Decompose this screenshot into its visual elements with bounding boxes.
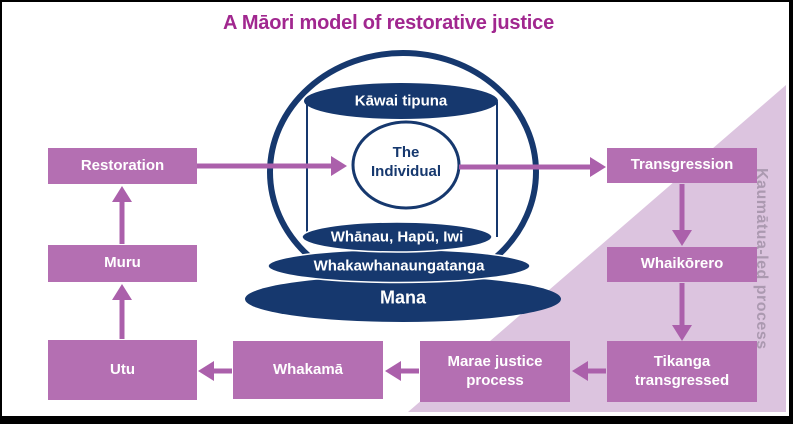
box-restoration: Restoration xyxy=(48,148,197,184)
mana-ellipse xyxy=(245,276,561,322)
arrow-restoration-to-individual xyxy=(197,156,347,176)
box-tikanga-transgressed: Tikanga transgressed xyxy=(607,341,757,402)
kawai-tipuna-ellipse xyxy=(304,83,498,119)
arrow-transgression-to-whaikorero xyxy=(672,184,692,246)
arrow-marae-to-whakama xyxy=(385,361,419,381)
diagram-title: A Māori model of restorative justice xyxy=(222,12,555,34)
box-whakama: Whakamā xyxy=(233,341,383,399)
side-label-kaumatua-led-process: Kaumātua-led process xyxy=(753,168,770,350)
arrow-individual-to-transgression xyxy=(459,157,606,177)
arrow-muru-to-restoration xyxy=(112,186,132,244)
label-the-individual: The Individual xyxy=(370,144,441,180)
whanau-hapu-iwi-ellipse xyxy=(301,221,493,253)
arrow-utu-to-muru xyxy=(112,284,132,339)
label-whakawhanaungatanga: Whakawhanaungatanga xyxy=(313,257,485,275)
box-transgression: Transgression xyxy=(607,148,757,183)
label-kawai-tipuna: Kāwai tipuna xyxy=(354,92,448,110)
arrow-whaikorero-to-tikanga xyxy=(672,283,692,341)
label-whanau-hapu-iwi: Whānau, Hapū, Iwi xyxy=(330,228,464,246)
box-utu: Utu xyxy=(48,340,197,400)
box-muru: Muru xyxy=(48,245,197,282)
label-mana: Mana xyxy=(379,287,427,308)
arrow-whakama-to-utu xyxy=(198,361,232,381)
arrow-tikanga-to-marae xyxy=(572,361,606,381)
box-marae-justice-process: Marae justice process xyxy=(420,341,570,402)
box-whaikorero: Whaikōrero xyxy=(607,247,757,282)
